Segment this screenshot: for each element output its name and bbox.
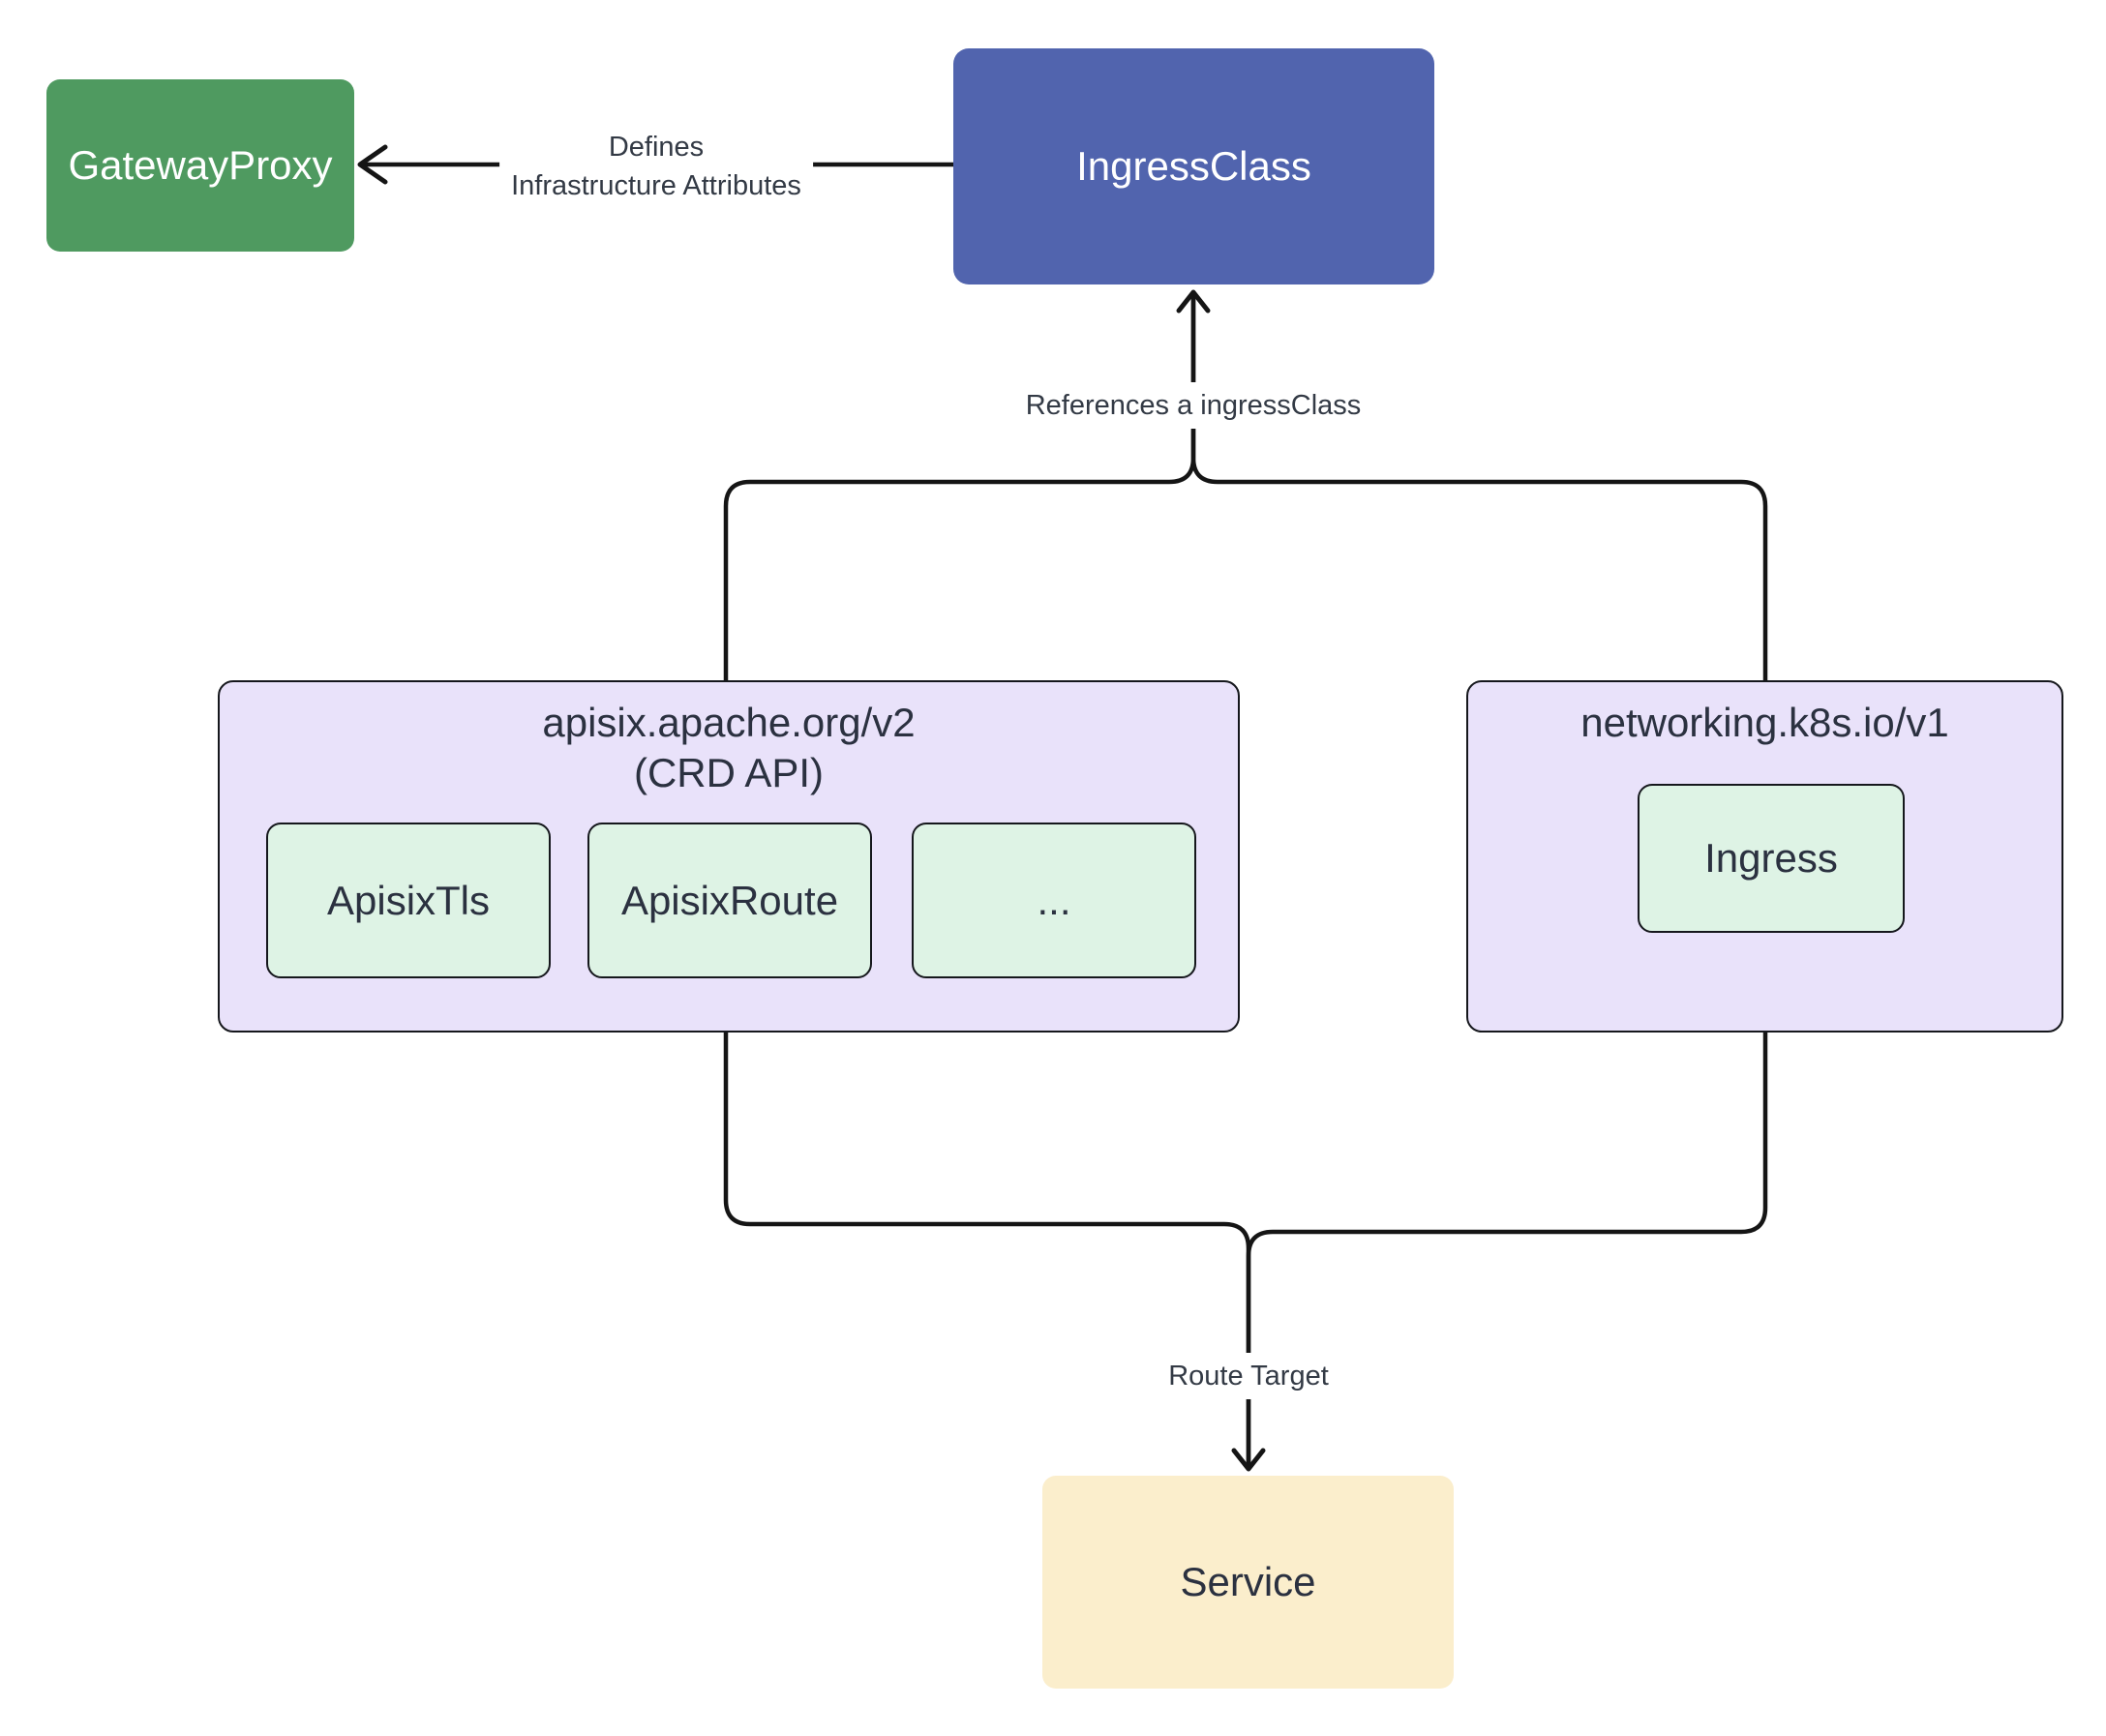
group-crd-title: apisix.apache.org/v2 (CRD API) bbox=[220, 698, 1238, 798]
group-networking-title: networking.k8s.io/v1 bbox=[1580, 700, 1949, 745]
edge-label-route-target: Route Target bbox=[1157, 1353, 1340, 1399]
edge-label-defines-line1: Defines bbox=[608, 132, 705, 163]
node-gateway-proxy: GatewayProxy bbox=[46, 79, 354, 252]
edge-label-references: References a ingressClass bbox=[1013, 382, 1373, 429]
node-service: Service bbox=[1042, 1476, 1454, 1689]
group-networking: networking.k8s.io/v1 Ingress bbox=[1466, 680, 2063, 1033]
edge-ingress-to-service bbox=[1246, 924, 1768, 1466]
edge-label-defines: Defines Infrastructure Attributes bbox=[499, 124, 813, 209]
edge-crd-to-ingressclass bbox=[723, 293, 1196, 683]
edge-apisixroute-to-service bbox=[723, 970, 1251, 1466]
group-crd-api: apisix.apache.org/v2 (CRD API) ApisixTls… bbox=[218, 680, 1240, 1033]
node-ingress: Ingress bbox=[1638, 784, 1905, 933]
node-apisix-route: ApisixRoute bbox=[587, 823, 872, 978]
arrowhead-left-icon bbox=[357, 144, 388, 185]
node-ingress-class: IngressClass bbox=[953, 48, 1434, 284]
node-apisix-tls: ApisixTls bbox=[266, 823, 551, 978]
arrowhead-down-icon bbox=[1231, 1448, 1266, 1472]
edge-label-defines-line2: Infrastructure Attributes bbox=[511, 170, 801, 201]
arrowhead-up-icon bbox=[1176, 289, 1211, 314]
group-crd-title-line1: apisix.apache.org/v2 bbox=[542, 700, 916, 745]
group-crd-title-line2: (CRD API) bbox=[633, 750, 824, 795]
edge-networking-to-ingressclass bbox=[1190, 293, 1768, 683]
node-crd-ellipsis: ... bbox=[912, 823, 1196, 978]
